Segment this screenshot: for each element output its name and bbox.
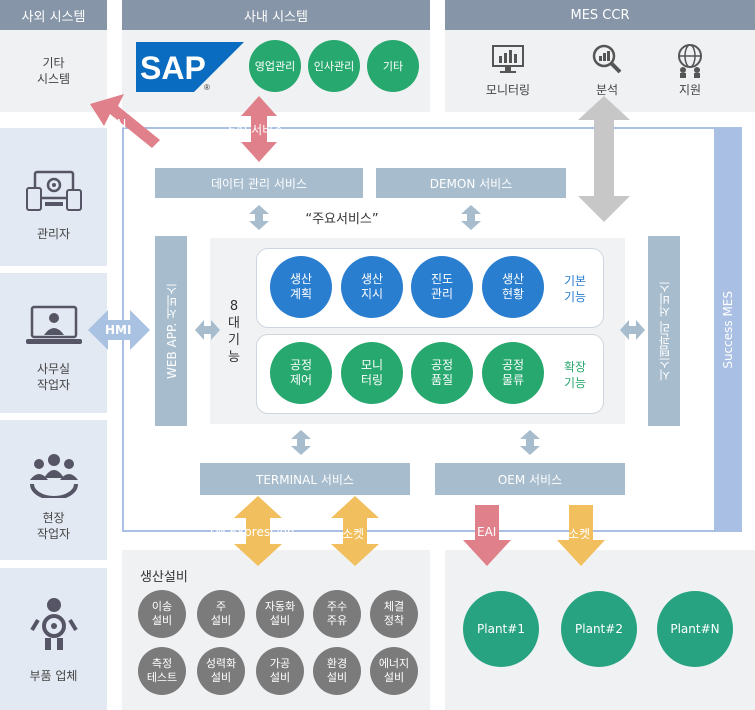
role-supplier-label: 부품 업체 — [29, 669, 78, 683]
magnifier-chart-icon — [587, 40, 627, 80]
equipment-item-6: 측정 테스트 — [138, 647, 186, 695]
other-systems-label: 기타 시스템 — [36, 56, 71, 86]
equipment-item-9: 환경 설비 — [313, 647, 361, 695]
plant-1: Plant#1 — [463, 591, 539, 667]
socket-right-arrow — [557, 505, 605, 566]
basic-func-order: 생산 지시 — [341, 256, 403, 318]
ext-func-process-control: 공정 제어 — [270, 342, 332, 404]
role-supplier-panel: 부품 업체 — [0, 568, 107, 710]
extended-functions-label: 확장 기능 — [563, 360, 587, 390]
ext-func-logistics: 공정 물류 — [482, 342, 544, 404]
equipment-item-8: 가공 설비 — [256, 647, 304, 695]
role-office-label: 사무실 작업자 — [36, 362, 71, 392]
data-mgmt-service: 데이터 관리 서비스 — [155, 168, 363, 198]
eai-bottom-label: EAI — [477, 525, 497, 539]
mes-ccr-panel: 모니터링 분석 지원 — [445, 30, 755, 112]
devices-gear-icon — [25, 168, 83, 212]
eight-functions-label: 8 대 기 능 — [228, 299, 240, 365]
basic-func-status: 생산 현황 — [482, 256, 544, 318]
eai-left-label: EAI — [107, 117, 127, 131]
internal-systems-header: 사내 시스템 — [122, 0, 430, 30]
success-mes-bar: Success MES — [714, 127, 742, 532]
mes-ccr-header: MES CCR — [445, 0, 755, 30]
role-admin-panel: 관리자 — [0, 128, 107, 266]
socket-right-label: 소켓 — [568, 527, 591, 541]
eai-left-arrow — [90, 94, 160, 148]
role-field-label: 현장 작업자 — [36, 511, 71, 541]
socket-left-arrow — [331, 496, 379, 566]
sap-registered-mark: ® — [204, 83, 210, 92]
basic-func-progress: 진도 관리 — [411, 256, 473, 318]
equipment-item-4: 주수 주유 — [313, 590, 361, 638]
mes-ccr-arrow — [578, 96, 630, 222]
small-link-arrows — [195, 205, 645, 455]
equipment-title: 생산설비 — [140, 570, 188, 585]
team-gear-icon — [24, 450, 84, 500]
web-app-service: WEB APP. 서비스 — [155, 236, 187, 426]
demon-service: DEMON 서비스 — [376, 168, 566, 198]
sap-logo-text: SAP — [140, 50, 206, 86]
internal-systems-panel: SAP ® 영업관리 인사관리 기타 — [122, 30, 430, 112]
globe-gear-icon — [670, 40, 710, 80]
oem-service: OEM 서비스 — [435, 463, 625, 495]
laptop-person-icon — [24, 305, 84, 349]
socket-left-label: 소켓 — [342, 527, 365, 541]
eai-service-label: EAI 서비스 — [228, 123, 285, 137]
basic-func-plan: 생산 계획 — [270, 256, 332, 318]
basic-functions-label: 기본 기능 — [563, 274, 587, 304]
tm-expression-label: TM Expression — [208, 525, 295, 539]
role-admin-label: 관리자 — [36, 227, 71, 241]
mes-analysis-label: 분석 — [595, 83, 619, 97]
external-systems-panel: 기타 시스템 — [0, 30, 107, 112]
role-office-panel: 사무실 작업자 — [0, 273, 107, 413]
module-sales: 영업관리 — [249, 40, 301, 92]
ext-func-quality: 공정 품질 — [411, 342, 473, 404]
tm-expression-arrow — [234, 496, 282, 566]
mes-monitoring-label: 모니터링 — [485, 83, 531, 97]
eai-service-arrow — [241, 96, 277, 162]
equipment-item-3: 자동화 설비 — [256, 590, 304, 638]
equipment-item-2: 주 설비 — [197, 590, 245, 638]
eai-bottom-arrow — [463, 505, 511, 566]
equipment-item-5: 체결 정착 — [370, 590, 418, 638]
external-systems-header: 사외 시스템 — [0, 0, 107, 30]
equipment-item-10: 에너지 설비 — [370, 647, 418, 695]
plant-n: Plant#N — [657, 591, 733, 667]
person-gear-icon — [30, 596, 78, 652]
module-other: 기타 — [367, 40, 419, 92]
terminal-service: TERMINAL 서비스 — [200, 463, 410, 495]
system-mgmt-service: 시스템관리 서비스 — [648, 236, 680, 426]
role-field-panel: 현장 작업자 — [0, 420, 107, 560]
equipment-item-7: 성력화 설비 — [197, 647, 245, 695]
equipment-item-1: 이송 설비 — [138, 590, 186, 638]
ext-func-monitoring: 모니 터링 — [341, 342, 403, 404]
monitor-chart-icon — [488, 40, 528, 80]
mes-support-label: 지원 — [678, 83, 702, 97]
sap-logo-shape: SAP ® — [136, 42, 244, 92]
module-hr: 인사관리 — [308, 40, 360, 92]
hmi-label: HMI — [105, 323, 132, 337]
main-services-label: “주요서비스” — [305, 212, 379, 227]
sap-logo: SAP ® — [136, 42, 244, 92]
hmi-arrow — [88, 310, 150, 350]
plant-2: Plant#2 — [561, 591, 637, 667]
